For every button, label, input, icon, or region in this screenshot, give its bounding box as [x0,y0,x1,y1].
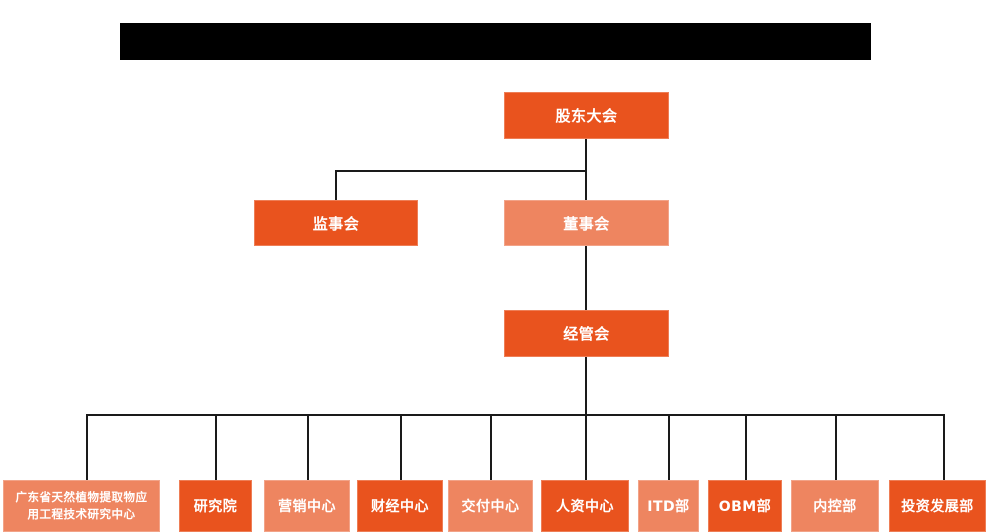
connector-departments-bus [86,414,943,416]
connector-to-internal-control-dept [835,414,837,480]
node-finance-center-label: 财经中心 [371,499,429,515]
connector-to-supervisors [335,170,337,200]
connector-shareholders-down [585,139,587,171]
node-investment-dev-dept-label: 投资发展部 [901,499,974,515]
node-board-of-directors[interactable]: 董事会 [504,200,669,246]
connector-to-investment-dev-dept [943,414,945,480]
redacted-title-bar [120,23,871,60]
node-itd-dept[interactable]: ITD部 [638,480,699,532]
node-marketing-center-label: 营销中心 [278,499,336,515]
node-itd-dept-label: ITD部 [647,499,690,515]
connector-to-research-center [86,414,88,480]
node-research-center-label-line1: 广东省天然植物提取物应 [15,490,148,504]
node-hr-center-label: 人资中心 [556,499,614,515]
connector-to-hr-center [585,414,587,480]
node-internal-control-dept[interactable]: 内控部 [791,480,879,532]
node-marketing-center[interactable]: 营销中心 [264,480,350,532]
node-shareholders-meeting-label: 股东大会 [555,107,618,125]
connector-to-finance-center [400,414,402,480]
node-board-of-directors-label: 董事会 [563,214,610,233]
node-shareholders-meeting[interactable]: 股东大会 [504,92,669,139]
connector-to-obm-dept [745,414,747,480]
node-obm-dept[interactable]: OBM部 [708,480,782,532]
node-delivery-center-label: 交付中心 [461,499,520,515]
node-research-center[interactable]: 广东省天然植物提取物应 用工程技术研究中心 [3,480,160,532]
connector-directors-to-management [585,246,587,310]
node-board-of-supervisors-label: 监事会 [312,214,360,233]
connector-level2-bus [335,170,587,172]
node-institute[interactable]: 研究院 [179,480,252,532]
node-management-committee-label: 经管会 [563,325,610,343]
node-delivery-center[interactable]: 交付中心 [448,480,533,532]
connector-to-marketing-center [307,414,309,480]
connector-management-down [585,357,587,415]
connector-to-delivery-center [490,414,492,480]
connector-to-itd-dept [668,414,670,480]
node-internal-control-dept-label: 内控部 [813,499,857,515]
node-board-of-supervisors[interactable]: 监事会 [254,200,418,246]
connector-to-institute [215,414,217,480]
node-finance-center[interactable]: 财经中心 [357,480,443,532]
node-institute-label: 研究院 [193,499,238,515]
node-obm-dept-label: OBM部 [718,499,772,515]
connector-to-directors [585,170,587,200]
node-research-center-label-line2: 用工程技术研究中心 [27,507,136,521]
node-investment-dev-dept[interactable]: 投资发展部 [889,480,986,532]
node-hr-center[interactable]: 人资中心 [541,480,629,532]
node-management-committee[interactable]: 经管会 [504,310,669,357]
